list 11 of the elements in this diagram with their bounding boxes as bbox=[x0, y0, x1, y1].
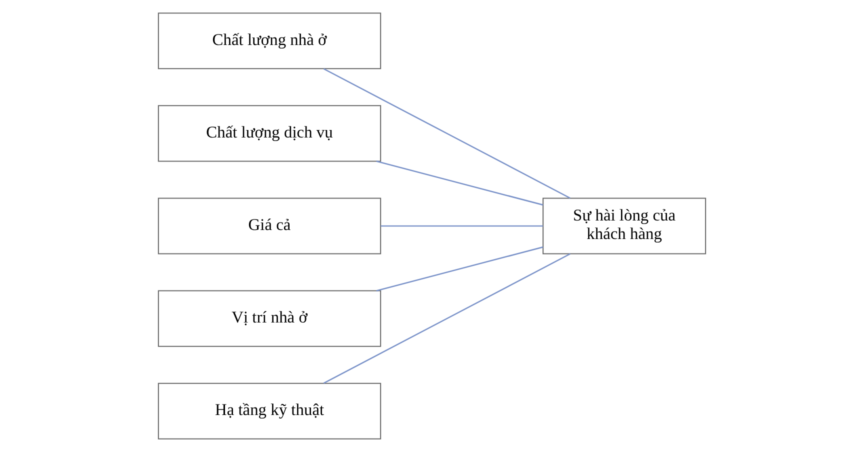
node-box: Hạ tầng kỹ thuật bbox=[158, 382, 382, 439]
connector bbox=[380, 224, 544, 226]
node-box: Giá cả bbox=[158, 197, 382, 254]
node-box: Chất lượng nhà ở bbox=[158, 12, 382, 69]
connector bbox=[323, 68, 571, 198]
node-box: Vị trí nhà ở bbox=[158, 290, 382, 346]
connector bbox=[376, 160, 544, 206]
node-box: Chất lượng dịch vụ bbox=[158, 104, 382, 162]
node-box: Sự hài lòng của khách hàng bbox=[542, 197, 706, 254]
connector bbox=[376, 246, 544, 291]
connector bbox=[323, 252, 571, 384]
